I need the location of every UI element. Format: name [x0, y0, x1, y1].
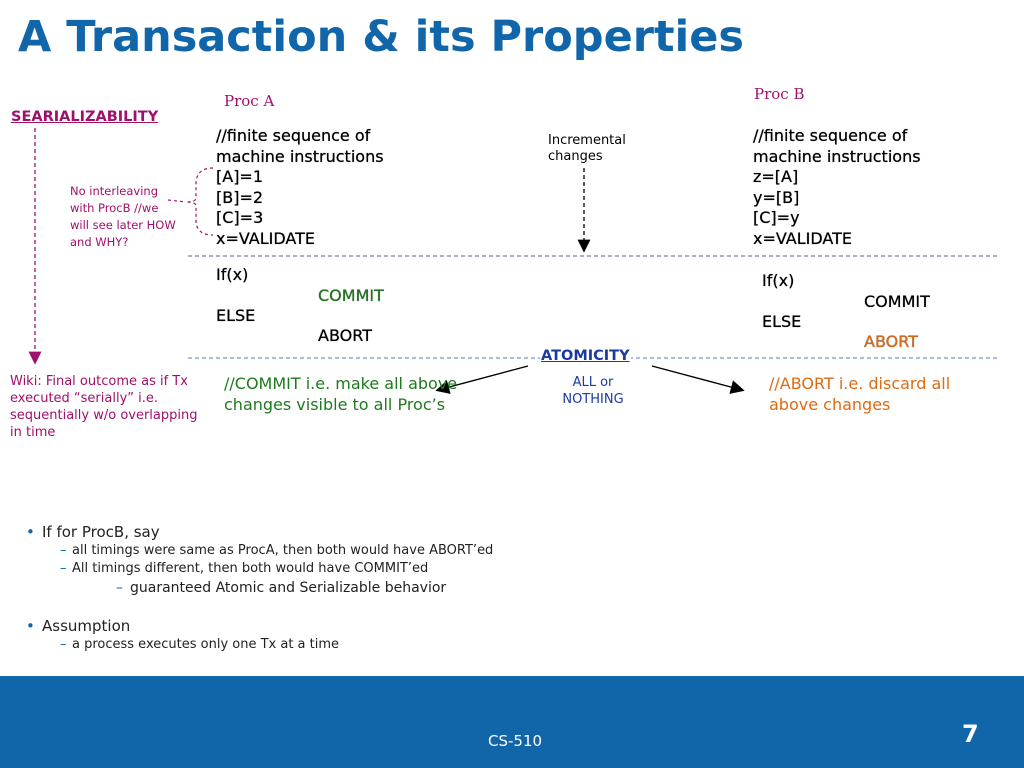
- code-line: z=[A]: [753, 167, 799, 186]
- proc-b-code: //finite sequence of machine instruction…: [753, 126, 921, 249]
- code-line: [C]=y: [753, 208, 800, 227]
- proc-a-if: If(x): [216, 265, 249, 284]
- code-line: x=VALIDATE: [753, 228, 852, 248]
- incremental-changes-label: Incremental changes: [548, 133, 626, 164]
- wiki-definition: Wiki: Final outcome as if Tx executed “s…: [10, 374, 198, 440]
- all-or-nothing-label: ALL or NOTHING: [562, 375, 624, 407]
- code-line: [B]=2: [216, 187, 264, 207]
- footer-bar: [0, 676, 1024, 768]
- proc-a-commit: COMMIT: [318, 286, 384, 305]
- commit-note: //COMMIT i.e. make all above changes vis…: [224, 374, 458, 414]
- proc-b-else: ELSE: [762, 312, 802, 331]
- proc-b-abort: ABORT: [864, 332, 918, 351]
- code-line: x=VALIDATE: [216, 228, 315, 248]
- code-line: machine instructions: [753, 146, 921, 166]
- course-code: CS-510: [488, 732, 543, 750]
- code-line: //finite sequence of: [753, 126, 908, 145]
- sub-sub-bullet-item: guaranteed Atomic and Serializable behav…: [26, 578, 493, 598]
- bullet-item: If for ProcB, say: [26, 522, 493, 542]
- code-line: y=[B]: [753, 187, 800, 207]
- atomicity-label: ATOMICITY: [540, 348, 631, 364]
- bullet-item: Assumption: [26, 616, 493, 636]
- slide-title: A Transaction & its Properties: [18, 12, 745, 62]
- proc-a-else: ELSE: [216, 306, 256, 325]
- proc-b-heading: Proc B: [754, 85, 805, 103]
- code-line: [C]=3: [216, 208, 264, 227]
- page-number: 7: [962, 720, 979, 748]
- code-line: //finite sequence of: [216, 126, 371, 145]
- sub-bullet-item: a process executes only one Tx at a time: [26, 636, 493, 654]
- code-line: machine instructions: [216, 146, 384, 166]
- proc-a-code: //finite sequence of machine instruction…: [216, 126, 384, 249]
- sub-bullet-item: all timings were same as ProcA, then bot…: [26, 542, 493, 560]
- proc-b-if: If(x): [762, 271, 795, 290]
- serializability-label: SEARIALIZABILITY: [11, 109, 159, 125]
- proc-b-commit: COMMIT: [864, 292, 930, 311]
- bullet-list: If for ProcB, say all timings were same …: [26, 522, 493, 654]
- proc-a-abort: ABORT: [318, 326, 372, 345]
- proc-a-heading: Proc A: [224, 92, 275, 110]
- sub-bullet-item: All timings different, then both would h…: [26, 560, 493, 578]
- no-interleaving-note: No interleaving with ProcB //we will see…: [70, 184, 176, 249]
- abort-note: //ABORT i.e. discard all above changes: [769, 374, 951, 414]
- code-line: [A]=1: [216, 167, 264, 186]
